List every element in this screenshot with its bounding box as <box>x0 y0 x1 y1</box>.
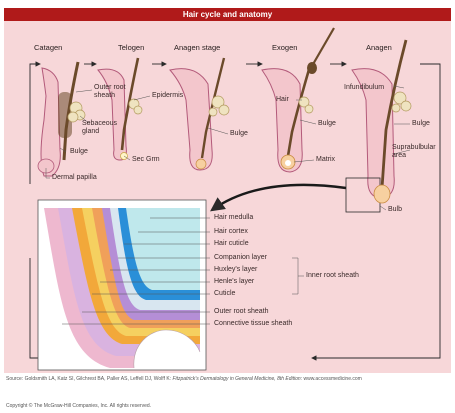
stage-telogen-label: Telogen <box>118 44 144 52</box>
suprabulbular-area-label: Suprabulbular area <box>392 144 436 160</box>
follicle-telogen <box>98 58 142 160</box>
follicle-anagen <box>346 40 411 212</box>
hair-cortex-label: Hair cortex <box>214 228 248 236</box>
stage-anagen-stage-label: Anagen stage <box>174 44 220 52</box>
matrix-label: Matrix <box>316 156 335 164</box>
bulge-anagen-label: Bulge <box>412 120 430 128</box>
hair-cuticle-label: Hair cuticle <box>214 240 249 248</box>
stage-anagen-label: Anagen <box>366 44 392 52</box>
bulge-exogen-label: Bulge <box>318 120 336 128</box>
bulb-detail <box>38 200 206 370</box>
hair-medulla-label: Hair medulla <box>214 214 253 222</box>
leader-lines <box>46 86 410 210</box>
zoom-arrow <box>212 185 346 210</box>
hair-label: Hair <box>276 96 289 104</box>
stage-exogen-label: Exogen <box>272 44 297 52</box>
huxleys-layer-label: Huxley's layer <box>214 266 257 274</box>
infundibulum-label: Infundibulum <box>344 84 384 92</box>
bulb-label: Bulb <box>388 206 402 214</box>
connective-tissue-sheath-label: Connective tissue sheath <box>214 320 292 328</box>
follicle-catagen <box>38 62 85 176</box>
sebaceous-gland-label: Sebaceous gland <box>82 120 117 136</box>
companion-layer-label: Companion layer <box>214 254 267 262</box>
outer-root-sheath-label: Outer root sheath <box>94 84 126 100</box>
bulge-anagen-stage-label: Bulge <box>230 130 248 138</box>
epidermis-label: Epidermis <box>152 92 183 100</box>
cuticle-label: Cuticle <box>214 290 235 298</box>
sec-grm-label: Sec Grm <box>132 156 160 164</box>
follicle-anagen-stage <box>170 58 229 170</box>
copyright-notice: Copyright © The McGraw-Hill Companies, I… <box>6 403 151 409</box>
outer-root-sheath-detail-label: Outer root sheath <box>214 308 268 316</box>
bulge-catagen-label: Bulge <box>70 148 88 156</box>
source-citation: Source: Goldsmith LA, Katz SI, Gilchrest… <box>6 376 426 382</box>
dermal-papilla-label: Dermal papilla <box>52 174 97 182</box>
henles-layer-label: Henle's layer <box>214 278 254 286</box>
stage-catagen-label: Catagen <box>34 44 62 52</box>
inner-root-sheath-label: Inner root sheath <box>306 272 359 280</box>
